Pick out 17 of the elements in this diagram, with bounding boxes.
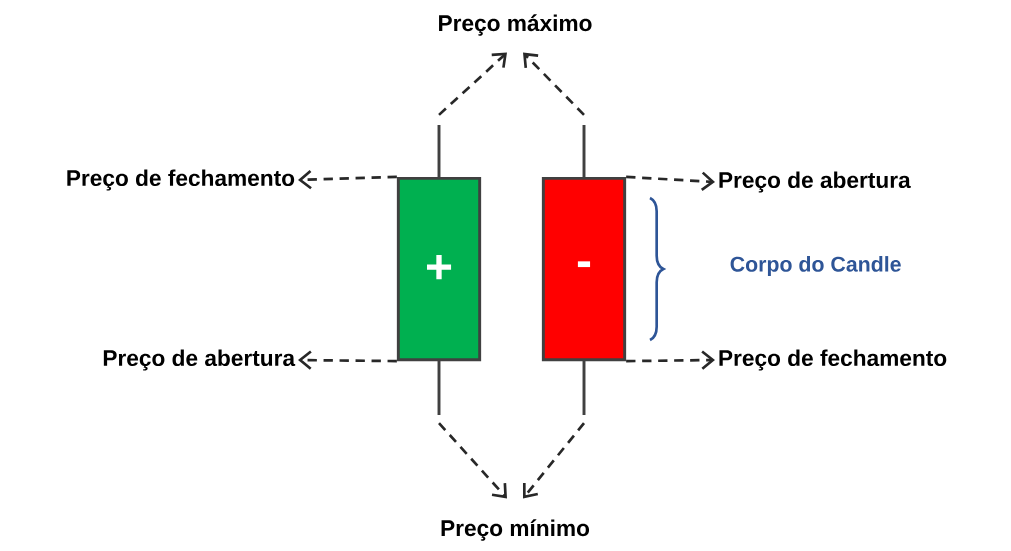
price-label: Preço máximo — [439, 14, 592, 36]
dashed-arrow — [438, 52, 507, 116]
dashed-arrow — [626, 350, 715, 370]
candlestick: - — [541, 125, 627, 415]
dashed-arrow — [626, 171, 715, 191]
price-label: Preço mínimo — [441, 519, 590, 541]
body-label: Corpo do Candle — [730, 256, 901, 276]
dashed-arrow — [523, 52, 585, 116]
dashed-arrow — [523, 422, 586, 499]
price-label: Preço de fechamento — [67, 169, 295, 191]
price-label: Preço de fechamento — [719, 349, 947, 371]
dashed-arrow — [298, 169, 397, 190]
dashed-arrow — [438, 422, 507, 499]
price-label: Preço de abertura — [103, 349, 296, 371]
price-label: Preço de abertura — [719, 171, 911, 193]
dashed-arrow — [298, 350, 397, 370]
candlestick: + — [396, 125, 482, 415]
